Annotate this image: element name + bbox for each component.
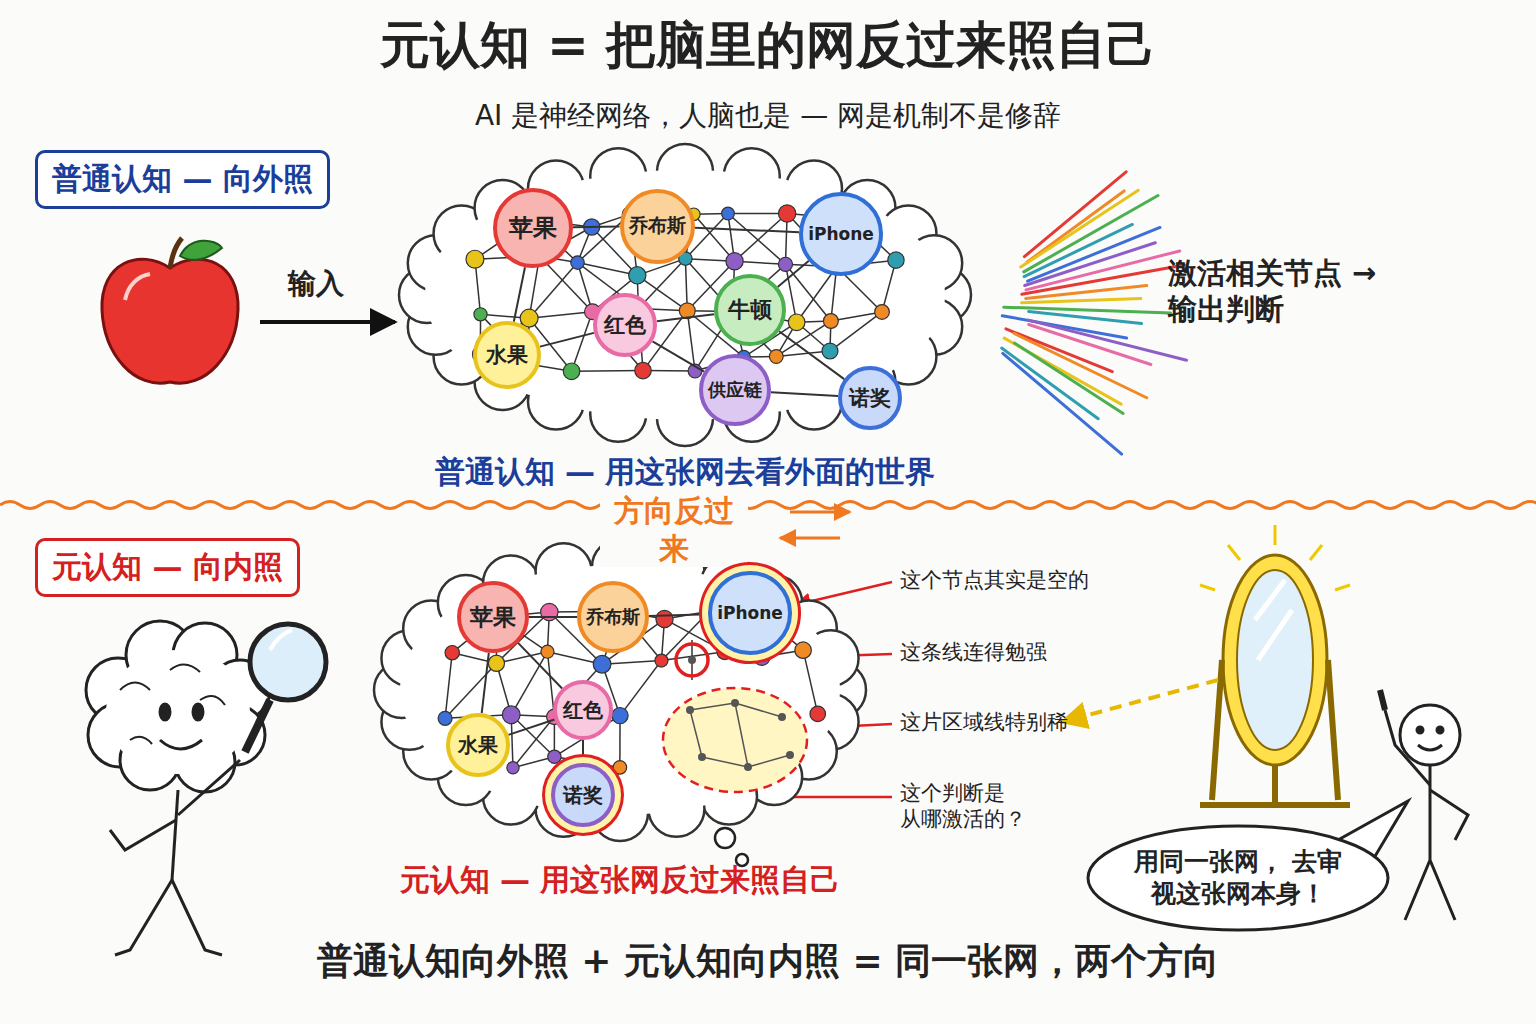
activation-rays bbox=[1002, 172, 1187, 454]
concept-node: 水果 bbox=[473, 321, 541, 389]
network-link bbox=[514, 267, 525, 322]
cloud-caption: 元认知 — 用这张网反过来照自己 bbox=[400, 860, 841, 901]
network-link bbox=[508, 719, 554, 734]
concept-node: 牛顿 bbox=[714, 274, 786, 346]
note-label: AI 是神经网络，人脑也是 — 网是机制不是修辞 bbox=[0, 98, 1536, 133]
node-text: 红色 bbox=[604, 311, 646, 339]
node-text: 水果 bbox=[486, 341, 528, 369]
node-text: 牛顿 bbox=[728, 295, 772, 325]
network-link bbox=[778, 261, 809, 287]
concept-node: 乔布斯 bbox=[620, 189, 695, 264]
concept-node: 诺奖 bbox=[551, 763, 615, 827]
network-link bbox=[482, 653, 489, 713]
network-link bbox=[649, 614, 708, 616]
node-text: 供应链 bbox=[708, 378, 762, 402]
note-label: 这个判断是 从哪激活的？ bbox=[900, 780, 1030, 833]
node-text: 诺奖 bbox=[849, 384, 891, 412]
network-link bbox=[657, 314, 714, 321]
node-text: 普通认知 — 向外照 bbox=[52, 159, 313, 200]
speech-bubble: 用同一张网， 去审视这张网本身！ bbox=[1088, 826, 1388, 930]
note-label: 这片区域线特别稀 bbox=[900, 709, 1068, 735]
note-label: 方向反过来 bbox=[600, 492, 748, 567]
concept-node: 红色 bbox=[593, 293, 657, 357]
concept-node: 水果 bbox=[446, 713, 510, 777]
node-text: 苹果 bbox=[509, 212, 557, 244]
network-link bbox=[573, 226, 620, 229]
node-text: 元认知 — 向内照 bbox=[52, 547, 283, 588]
node-text: 用同一张网， 去审视这张网本身！ bbox=[1088, 826, 1388, 930]
cloud-caption: 普通认知 — 用这张网去看外面的世界 bbox=[435, 452, 936, 493]
note-label: 输入 bbox=[288, 266, 344, 301]
network-cloud: 普通认知 — 用这张网去看外面的世界苹果乔布斯iPhone牛顿水果红色供应链诺奖 bbox=[405, 150, 965, 440]
concept-node: 红色 bbox=[553, 680, 613, 740]
brain-figure bbox=[86, 621, 326, 955]
network-link bbox=[540, 333, 594, 347]
mirror bbox=[1062, 525, 1350, 805]
network-link bbox=[529, 616, 577, 618]
divider-wave bbox=[0, 502, 1536, 509]
note-label: 这条线连得勉强 bbox=[900, 639, 1047, 665]
heading-box: 元认知 — 向内照 bbox=[35, 538, 300, 597]
concept-node: 苹果 bbox=[457, 581, 529, 653]
concept-node: 苹果 bbox=[493, 188, 573, 268]
node-text: 红色 bbox=[563, 697, 603, 724]
concept-node: iPhone bbox=[799, 192, 883, 276]
bubble-outline bbox=[1088, 826, 1388, 930]
caption: 普通认知向外照 + 元认知向内照 = 同一张网，两个方向 bbox=[0, 938, 1536, 983]
network-link bbox=[779, 331, 844, 379]
note-label: 激活相关节点 → 输出判断 bbox=[1168, 255, 1383, 328]
node-text: 乔布斯 bbox=[586, 605, 640, 629]
node-text: 苹果 bbox=[470, 602, 516, 633]
node-text: 乔布斯 bbox=[629, 213, 686, 239]
input-arrow bbox=[260, 320, 395, 324]
node-text: 水果 bbox=[458, 732, 498, 759]
apple bbox=[102, 238, 238, 383]
network-link bbox=[771, 392, 838, 396]
thought-tail bbox=[715, 828, 748, 866]
node-text: 诺奖 bbox=[563, 782, 603, 809]
node-text: iPhone bbox=[717, 603, 783, 623]
heading-box: 普通认知 — 向外照 bbox=[35, 150, 330, 209]
node-text: iPhone bbox=[808, 224, 874, 244]
network-cloud: 元认知 — 用这张网反过来照自己苹果乔布斯iPhone红色水果诺奖 bbox=[380, 545, 860, 835]
concept-node: 乔布斯 bbox=[577, 581, 649, 653]
stick-figure bbox=[1380, 690, 1468, 920]
double-arrow bbox=[780, 512, 850, 538]
concept-node: 供应链 bbox=[699, 354, 771, 426]
concept-node: 诺奖 bbox=[838, 366, 902, 430]
concept-node: iPhone bbox=[708, 571, 792, 655]
network-link bbox=[582, 740, 584, 763]
network-link bbox=[653, 341, 704, 371]
title: 元认知 = 把脑里的网反过来照自己 bbox=[0, 14, 1536, 77]
note-label: 这个节点其实是空的 bbox=[900, 567, 1089, 593]
network-link bbox=[694, 228, 799, 233]
network-link bbox=[518, 643, 562, 689]
